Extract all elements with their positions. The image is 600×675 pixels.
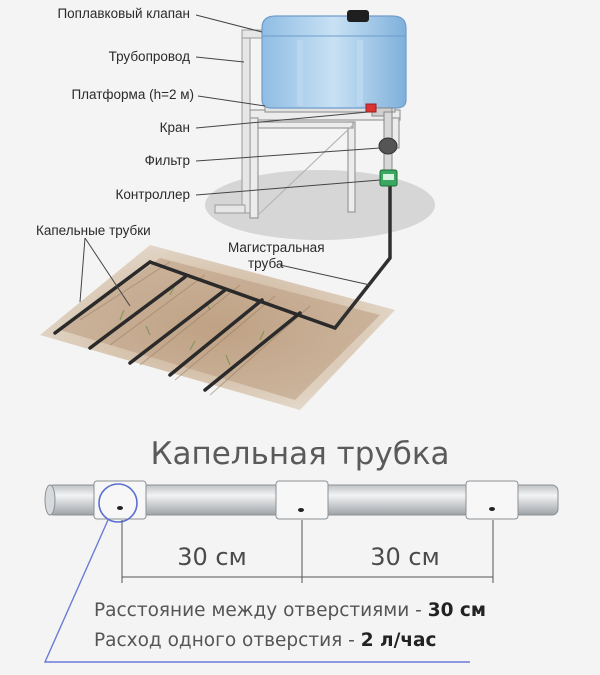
- label-pipeline: Трубопровод: [108, 49, 190, 64]
- label-tap: Кран: [159, 120, 190, 135]
- dimension-right: 30 см: [370, 543, 440, 571]
- ground-shadow: [205, 170, 435, 240]
- label-main-pipe-line2: труба: [248, 256, 284, 271]
- leader-lines: [79, 14, 381, 307]
- drip-tubes: [53, 260, 337, 392]
- flow-note: Расход одного отверстия - 2 л/час: [94, 630, 437, 651]
- section-title: Капельная трубка: [150, 436, 450, 472]
- callout-line: [43, 519, 470, 663]
- spacing-note: Расстояние между отверстиями - 30 см: [94, 600, 486, 621]
- garden-bed: [40, 245, 395, 410]
- main-pipe: [333, 183, 392, 330]
- water-tank: [261, 10, 407, 109]
- label-platform: Платформа (h=2 м): [71, 87, 194, 102]
- label-float-valve: Поплавковый клапан: [57, 6, 190, 21]
- flow-value: 2 л/час: [360, 630, 437, 651]
- spacing-value: 30 см: [427, 600, 486, 621]
- spacing-label: Расстояние между отверстиями -: [94, 600, 428, 621]
- drip-tube-section: [44, 480, 559, 523]
- label-drip-tubes: Капельные трубки: [36, 223, 151, 238]
- label-filter: Фильтр: [144, 153, 190, 168]
- label-main-pipe-line1: Магистральная: [228, 240, 325, 255]
- valve-assembly: [365, 103, 398, 187]
- dimension-lines: [121, 520, 494, 583]
- dimension-left: 30 см: [177, 543, 247, 571]
- label-controller: Контроллер: [115, 187, 190, 202]
- flow-label: Расход одного отверстия -: [94, 630, 361, 651]
